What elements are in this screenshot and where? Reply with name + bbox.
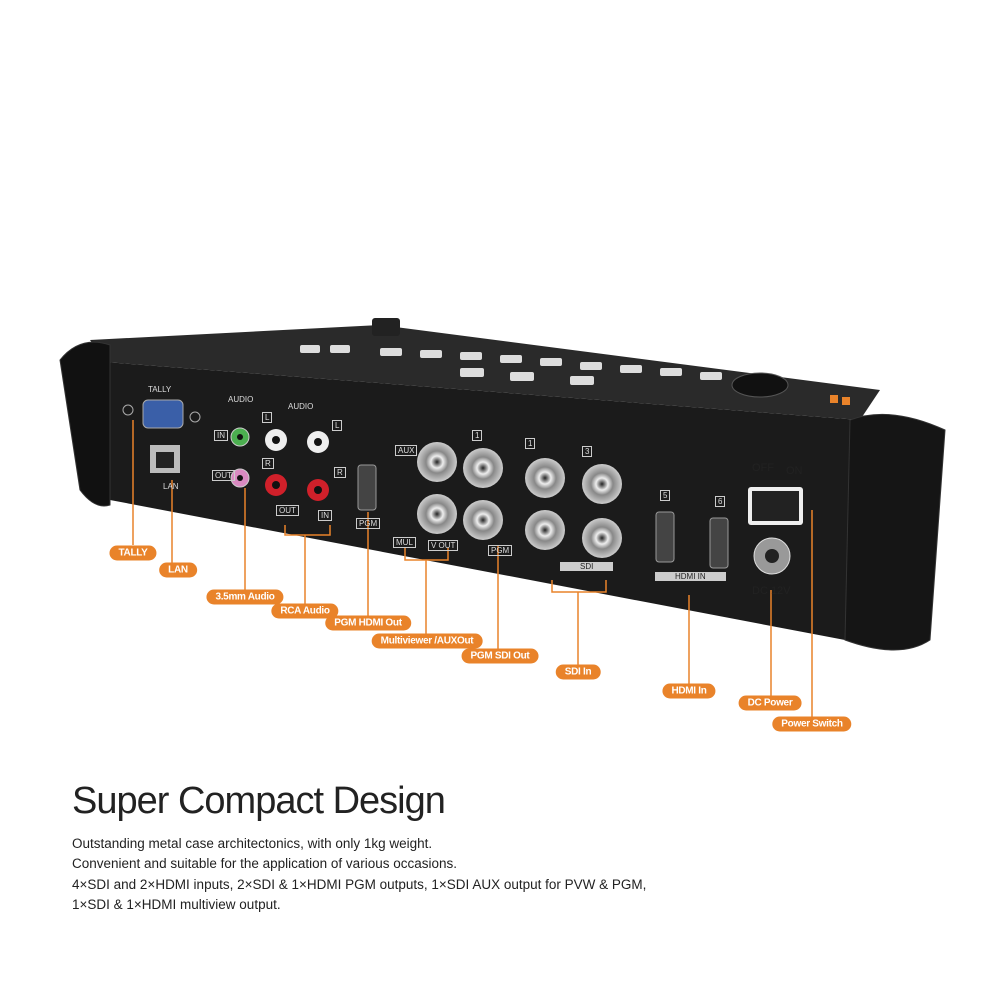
panel-label-1b: 1 (525, 438, 536, 449)
panel-label-audio: AUDIO (228, 395, 254, 404)
callout-sdi-in: SDI In (555, 664, 601, 680)
description-line: Convenient and suitable for the applicat… (72, 856, 457, 871)
panel-label-tally: TALLY (148, 385, 172, 394)
panel-label-rca-out: OUT (276, 505, 299, 516)
panel-label-sdi: SDI (560, 562, 614, 571)
panel-label-1: 1 (472, 430, 483, 441)
callout-tally: TALLY (109, 545, 157, 561)
panel-label-hdmi-in: HDMI IN (655, 572, 726, 581)
callout-dc-power: DC Power (738, 695, 802, 711)
panel-label-l2: L (332, 420, 343, 431)
panel-label-in: IN (214, 430, 228, 441)
panel-label-3: 3 (582, 446, 593, 457)
callout-power-switch: Power Switch (772, 716, 852, 732)
callout-lan: LAN (159, 562, 197, 578)
panel-label-r2: R (334, 467, 346, 478)
left-handle (59, 341, 111, 507)
vga-tally-port (142, 399, 184, 429)
panel-label-5: 5 (660, 490, 671, 501)
panel-label-audio-rca: AUDIO (288, 402, 314, 411)
t-bar-knob (731, 372, 789, 398)
panel-label-aux: AUX (395, 445, 418, 456)
hdmi-in-5 (655, 511, 675, 563)
callout-35mm-audio: 3.5mm Audio (206, 589, 284, 605)
description-line: 4×SDI and 2×HDMI inputs, 2×SDI & 1×HDMI … (72, 877, 647, 892)
panel-label-pgm-sdi: PGM (488, 545, 513, 556)
panel-label-6: 6 (715, 496, 726, 507)
panel-label-off: OFF (752, 462, 774, 474)
callout-pgm-sdi-out: PGM SDI Out (461, 648, 539, 664)
heading: Super Compact Design (72, 780, 446, 822)
device-top (90, 325, 880, 420)
bnc-connectors (417, 442, 622, 558)
right-side-plate (844, 413, 946, 651)
panel-label-rca-in: IN (318, 510, 332, 521)
callout-hdmi-in: HDMI In (662, 683, 716, 699)
panel-label-mul: MUL (393, 537, 416, 548)
rca-jacks (265, 429, 329, 501)
panel-label-dc: DC 12V (752, 585, 791, 597)
pgm-hdmi-port (357, 464, 377, 511)
callout-lines (132, 420, 813, 717)
hdmi-in-6 (709, 517, 729, 569)
joystick (372, 318, 400, 336)
panel-label-r: R (262, 458, 274, 469)
description-line: Outstanding metal case architectonics, w… (72, 836, 433, 851)
description-line: 1×SDI & 1×HDMI multiview output. (72, 897, 281, 912)
panel-label-pgm: PGM (356, 518, 381, 529)
panel-label-lan: LAN (163, 482, 179, 491)
callout-pgm-hdmi-out: PGM HDMI Out (325, 615, 411, 631)
panel-label-l: L (262, 412, 273, 423)
callout-multiviewer-aux-out: Multiviewer /AUXOut (371, 633, 483, 649)
panel-label-on: ON (786, 465, 803, 477)
callout-rca-audio: RCA Audio (271, 603, 339, 619)
panel-label-v-out: V OUT (428, 540, 459, 551)
buttons (300, 345, 722, 385)
panel-label-out: OUT (212, 470, 235, 481)
